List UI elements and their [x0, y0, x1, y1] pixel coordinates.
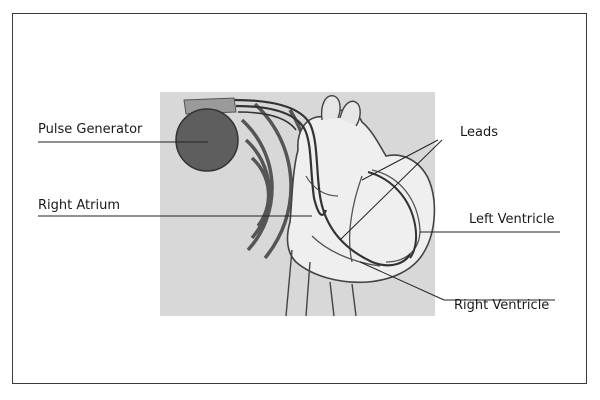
- leads-label: Leads: [460, 125, 498, 141]
- pulse-generator-label: Pulse Generator: [38, 122, 142, 138]
- right-ventricle-label: Right Ventricle: [454, 298, 549, 314]
- right-atrium-label: Right Atrium: [38, 198, 120, 214]
- left-ventricle-label: Left Ventricle: [469, 212, 555, 228]
- pulse-generator-device: [176, 98, 238, 171]
- heart: [286, 96, 434, 316]
